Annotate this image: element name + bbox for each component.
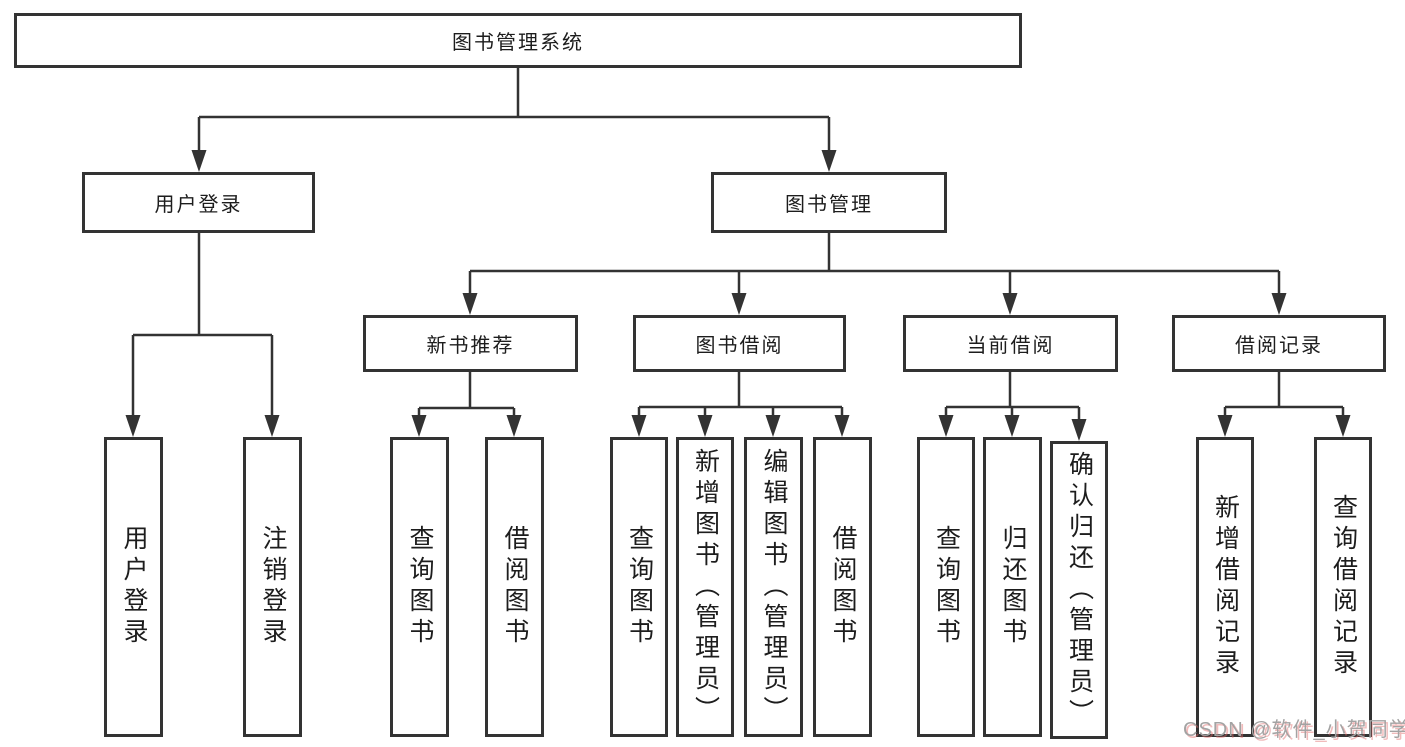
node-nb-query-book: 查询图书 (390, 437, 449, 737)
connector-userlogin-to-children (131, 233, 274, 419)
node-borrow-record: 借阅记录 (1172, 315, 1386, 372)
connector-bookborrow-to-children (637, 372, 844, 419)
node-new-book-recommend: 新书推荐 (363, 315, 578, 372)
connector-bookmgmt-to-level3 (468, 233, 1281, 297)
node-cb-query-book: 查询图书 (917, 437, 975, 737)
node-user-login: 用户登录 (82, 172, 315, 233)
node-bb-edit-book-admin: 编辑图书（管理员） (744, 437, 803, 737)
node-book-management: 图书管理 (711, 172, 947, 233)
node-logout: 注销登录 (243, 437, 302, 737)
node-bb-add-book-admin: 新增图书（管理员） (676, 437, 734, 737)
node-bb-query-book: 查询图书 (610, 437, 668, 737)
connector-newbook-to-children (417, 372, 516, 419)
node-br-query-record: 查询借阅记录 (1314, 437, 1372, 737)
node-current-borrow: 当前借阅 (903, 315, 1118, 372)
node-br-add-record: 新增借阅记录 (1196, 437, 1254, 737)
node-root: 图书管理系统 (14, 13, 1022, 68)
node-book-borrow: 图书借阅 (633, 315, 846, 372)
node-nb-borrow-book: 借阅图书 (485, 437, 544, 737)
connector-root-to-level2 (197, 68, 831, 154)
watermark: CSDN @软件_小贺同学 (1183, 719, 1405, 741)
node-cb-return-book: 归还图书 (983, 437, 1042, 737)
connector-borrowrecord-to-children (1223, 372, 1345, 419)
connector-currentborrow-to-children (944, 372, 1081, 423)
node-user-login-action: 用户登录 (104, 437, 163, 737)
node-bb-borrow-book: 借阅图书 (813, 437, 872, 737)
node-cb-confirm-return-admin: 确认归还（管理员） (1050, 441, 1108, 739)
